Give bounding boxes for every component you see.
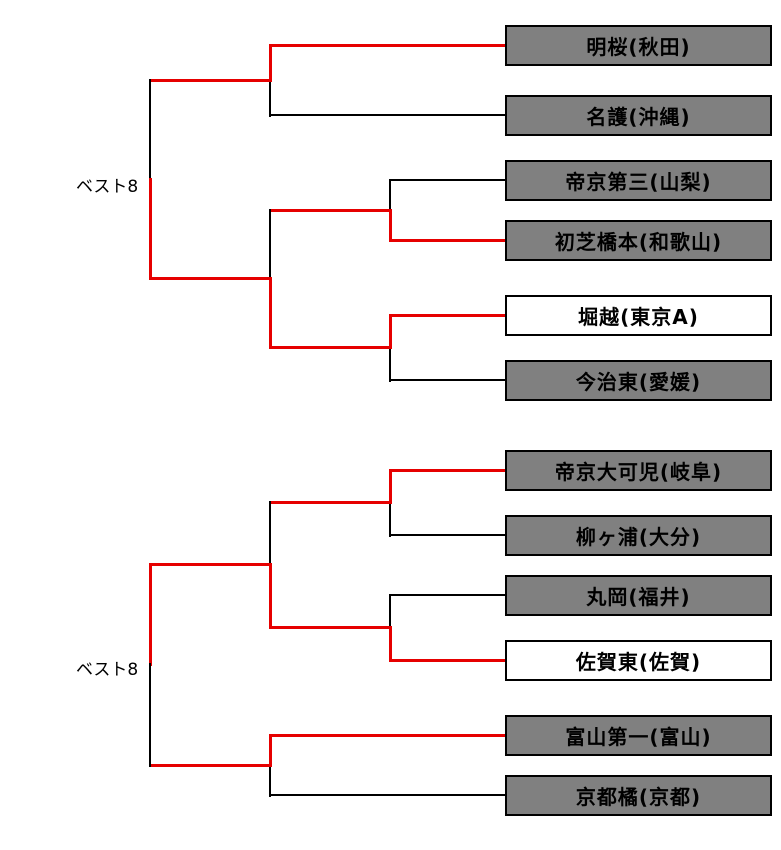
winner-line: [389, 209, 392, 242]
winner-line: [149, 563, 152, 666]
match-line: [269, 79, 271, 117]
winner-line: [389, 626, 392, 662]
match-line: [389, 594, 391, 629]
match-line: [149, 79, 151, 181]
match-line: [149, 663, 151, 767]
winner-line: [270, 209, 391, 212]
match-line: [390, 594, 505, 596]
team-box: 丸岡(福井): [505, 575, 772, 616]
winner-line: [389, 314, 392, 349]
match-line: [389, 346, 391, 382]
match-line: [389, 179, 391, 212]
team-box: 京都橘(京都): [505, 775, 772, 816]
winner-line: [269, 734, 272, 767]
team-box: 帝京大可児(岐阜): [505, 450, 772, 491]
winner-line: [390, 239, 505, 242]
winner-line: [150, 563, 271, 566]
match-line: [390, 534, 505, 536]
winner-line: [269, 277, 272, 349]
team-box: 堀越(東京A): [505, 295, 772, 336]
winner-line: [389, 469, 392, 504]
team-box: 今治東(愛媛): [505, 360, 772, 401]
team-box: 名護(沖縄): [505, 95, 772, 136]
team-box: 佐賀東(佐賀): [505, 640, 772, 681]
match-line: [269, 764, 271, 797]
match-line: [270, 794, 505, 796]
match-line: [389, 501, 391, 537]
round-label-best8-bottom: ベスト8: [76, 660, 139, 680]
winner-line: [270, 44, 505, 47]
winner-line: [149, 178, 152, 280]
winner-line: [269, 563, 272, 629]
team-box: 柳ヶ浦(大分): [505, 515, 772, 556]
team-box: 帝京第三(山梨): [505, 160, 772, 201]
winner-line: [390, 314, 505, 317]
match-line: [269, 209, 271, 280]
match-line: [390, 179, 505, 181]
winner-line: [270, 626, 391, 629]
winner-line: [270, 501, 391, 504]
winner-line: [270, 346, 391, 349]
winner-line: [390, 469, 505, 472]
winner-line: [150, 277, 271, 280]
winner-line: [270, 734, 505, 737]
match-line: [270, 114, 505, 116]
match-line: [390, 379, 505, 381]
team-box: 富山第一(富山): [505, 715, 772, 756]
winner-line: [150, 79, 271, 82]
winner-line: [390, 659, 505, 662]
round-label-best8-top: ベスト8: [76, 177, 139, 197]
team-box: 明桜(秋田): [505, 25, 772, 66]
team-box: 初芝橋本(和歌山): [505, 220, 772, 261]
winner-line: [269, 44, 272, 82]
winner-line: [150, 764, 271, 767]
match-line: [269, 501, 271, 566]
